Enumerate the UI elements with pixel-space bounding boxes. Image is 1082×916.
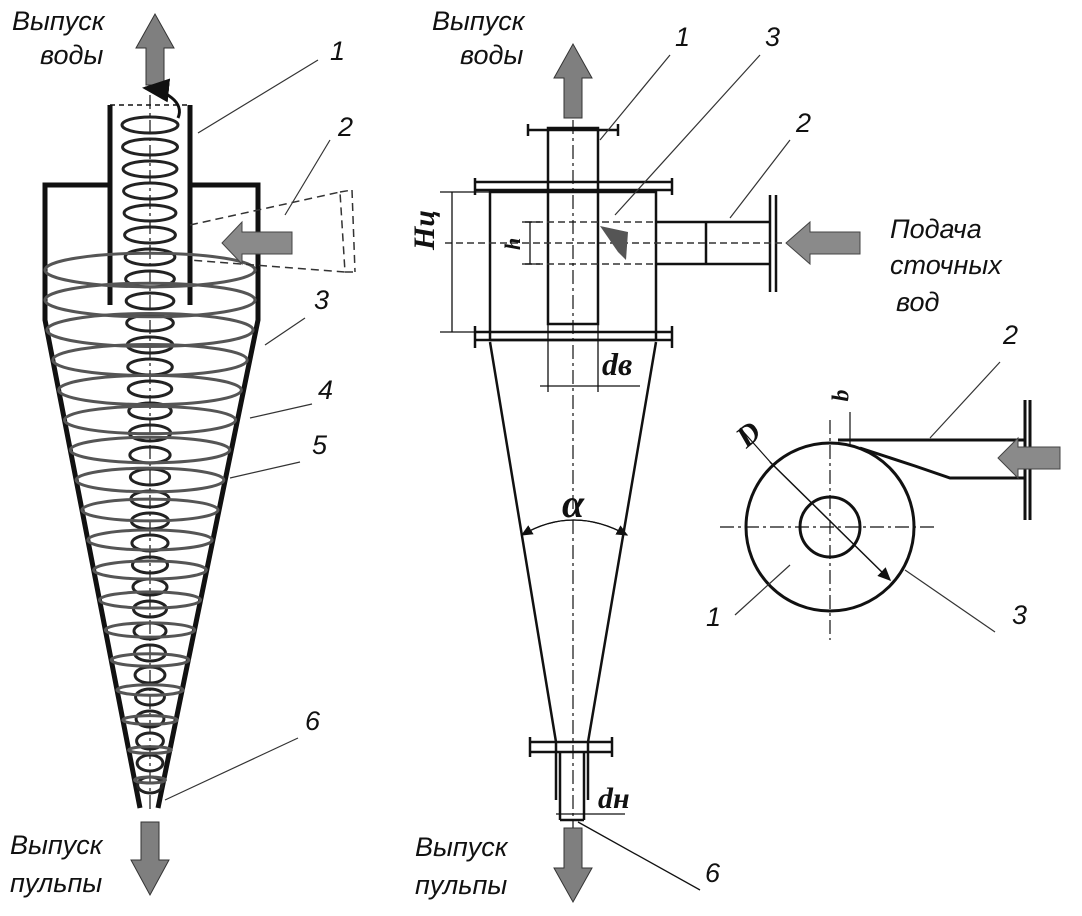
left-callout-4: 4 [318,375,334,405]
inner-vortex-turn [126,379,174,399]
plan-callout-2: 2 [1003,320,1019,350]
inner-vortex-turn [121,159,179,179]
dim-slot-label: h [500,237,525,250]
plan-callout-1: 1 [706,602,722,632]
inner-vortex-turn [121,137,179,157]
outer-vortex-turn [57,373,243,407]
inner-vortex-turn [123,247,177,267]
plan-view [744,400,1032,613]
outer-vortex-turn [74,466,226,494]
left-callout-5: 5 [312,430,328,460]
inlet-arrow-mid [785,220,861,266]
inlet-caption-2: сточных [890,250,1002,280]
inner-vortex-turn [122,181,178,201]
middle-dimensions [440,191,701,891]
plan-leader-lines [734,361,1001,633]
water-outlet-arrow-left [135,12,175,86]
inlet-arrow-left [221,220,293,266]
outer-vortex-turn [121,714,179,726]
inner-vortex-turn [130,555,170,575]
outer-vortex-turn [86,528,214,552]
inlet-arrow-plan [997,436,1061,480]
plan-callout-3: 3 [1012,600,1028,630]
outer-vortex-turn [133,775,167,785]
pulp-outlet-arrow-mid [553,827,593,904]
left-callout-1: 1 [330,36,346,66]
water-outlet-arrow-mid [553,42,593,119]
dim-width-label: b [828,389,855,402]
pulp-outlet-arrow-left [130,821,170,897]
outer-vortex-turn [103,621,197,639]
outer-vortex-turn [109,652,191,668]
inner-vortex-turn [135,753,165,773]
outer-vortex-turn [92,559,208,581]
mid-callout-6: 6 [705,858,721,888]
inlet-pipe-dashed [189,189,356,273]
dim-angle-label: α [562,481,585,526]
dim-bottom-diameter-label: dн [598,782,630,815]
inner-vortex-turn [135,731,165,751]
outer-vortex-turn [68,435,232,465]
plan-diameter-line [769,461,892,582]
inner-vortex-turn [127,401,173,421]
inner-vortex-turn [120,115,180,135]
inlet-caption-1: Подача [890,214,982,244]
exit-swirl-curve [142,78,181,119]
left-top-caption-1: Выпуск [12,6,105,36]
outer-vortex-turn [43,281,257,319]
left-bottom-caption-2: пульпы [10,868,103,898]
left-leader-lines [164,59,331,801]
outer-vortex-turn [62,404,238,436]
mid-top-caption-2: воды [460,40,524,70]
left-callout-3: 3 [314,285,330,315]
mid-callout-2: 2 [796,108,812,138]
inner-vortex-turn [123,225,177,245]
mid-callout-3: 3 [765,22,781,52]
plan-centerlines [720,420,935,640]
inner-vortex-turn [122,203,178,223]
outer-vortex-turn [43,251,257,289]
inlet-caption-3: вод [896,287,940,317]
mid-top-caption-1: Выпуск [432,6,525,36]
left-top-caption-2: воды [40,40,104,70]
mid-bottom-caption-1: Выпуск [415,832,508,862]
inner-vortex-turn [134,709,166,729]
left-bottom-caption-1: Выпуск [10,830,103,860]
mid-bottom-caption-2: пульпы [415,870,508,900]
slot-mark [600,226,628,260]
left-callout-2: 2 [338,112,354,142]
dim-height-label: Hц [408,209,441,250]
outer-vortex [43,251,257,785]
outer-vortex-turn [127,745,173,755]
inner-vortex-turn [134,687,166,707]
dim-outlet-diameter-label: dв [602,346,633,382]
mid-callout-1: 1 [675,22,691,52]
outer-vortex-turn [98,590,202,610]
middle-leader-lines [599,54,791,219]
outer-vortex-turn [80,497,220,523]
outer-vortex-turn [45,312,255,348]
outer-vortex-turn [115,683,185,697]
inner-vortex-turn [124,291,176,311]
left-callout-6: 6 [305,706,321,736]
